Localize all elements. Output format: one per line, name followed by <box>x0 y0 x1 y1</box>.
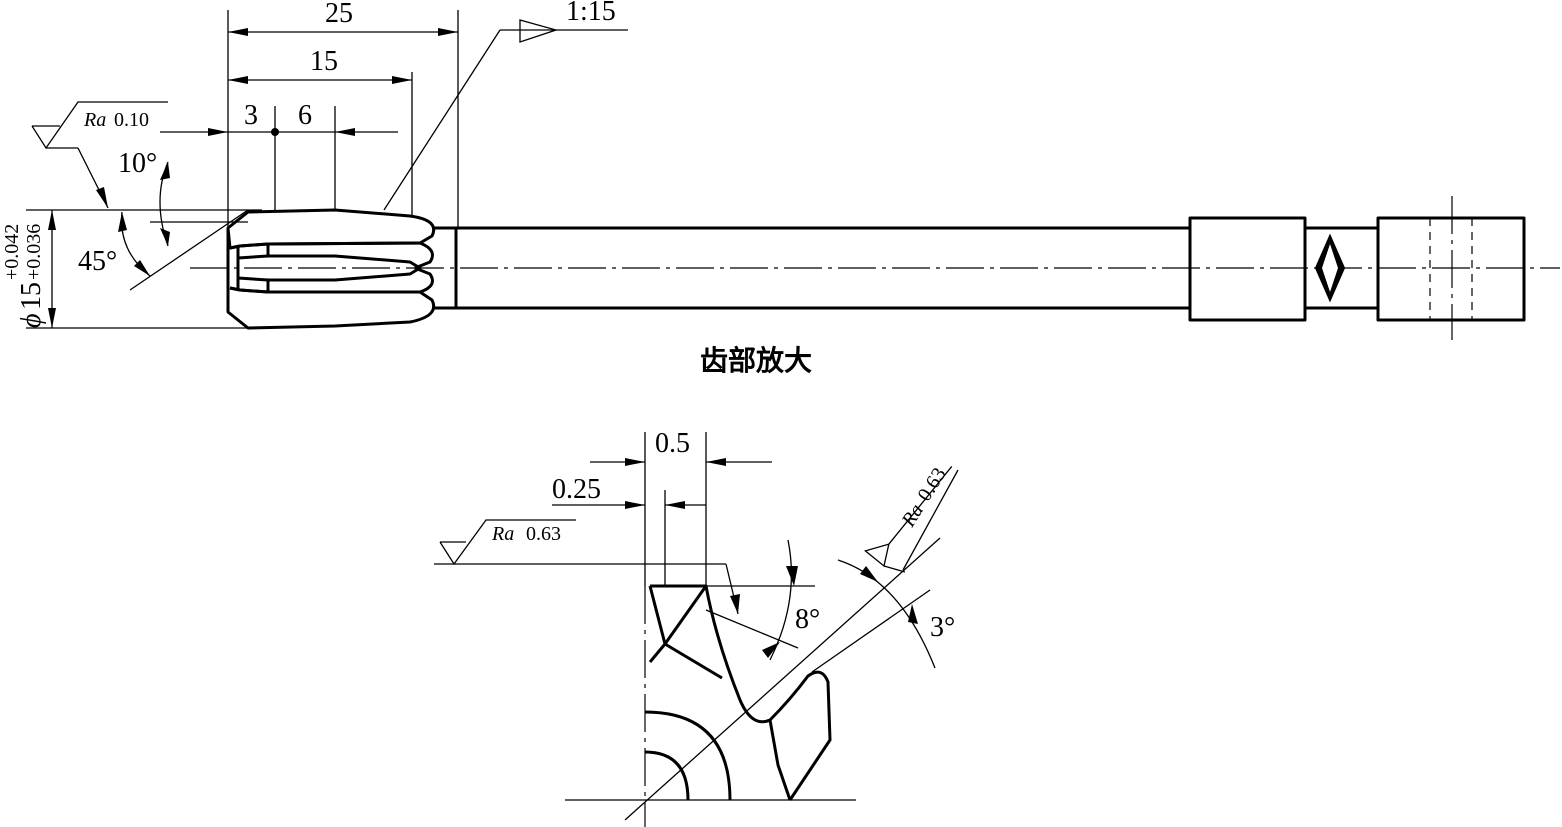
cutting-teeth <box>226 208 436 330</box>
dim-0-25-label: 0.25 <box>552 474 601 505</box>
ra-symbol-main: Ra <box>83 109 106 131</box>
dim-0-5-label: 0.5 <box>655 428 690 459</box>
diameter-lower-tolerance: +0.036 <box>23 224 45 280</box>
diameter-dimension-text: ϕ 15 +0.042 +0.036 <box>1 224 47 328</box>
shank <box>432 196 1526 340</box>
angle-45-label: 45° <box>78 246 117 277</box>
dim-3-label: 3 <box>244 100 258 131</box>
ra-value-detail-left: 0.63 <box>526 523 561 545</box>
detail-view <box>434 432 959 827</box>
diameter-symbol: ϕ <box>16 314 47 329</box>
detail-caption: 齿部放大 <box>700 344 812 377</box>
ra-value-detail-right: 0.63 <box>913 464 950 505</box>
dim-6-label: 6 <box>298 100 312 131</box>
main-view: 25 15 3 6 10° 45° 1:15 Ra 0.10 ϕ 15 +0.0… <box>1 0 1560 340</box>
diameter-upper-tolerance: +0.042 <box>1 224 23 280</box>
angle-8-label: 8° <box>795 604 820 635</box>
ra-symbol-detail-left: Ra <box>491 523 514 545</box>
angle-10-label: 10° <box>118 148 157 179</box>
dim-15-label: 15 <box>310 46 338 77</box>
angle-3-label: 3° <box>930 612 955 643</box>
ra-symbol-detail-right: Ra <box>897 500 928 531</box>
ra-value-main: 0.10 <box>114 109 149 131</box>
diameter-nominal: 15 <box>16 282 47 310</box>
dim-25-label: 25 <box>325 0 353 29</box>
taper-label: 1:15 <box>566 0 616 27</box>
main-dimension-lines <box>26 10 628 329</box>
